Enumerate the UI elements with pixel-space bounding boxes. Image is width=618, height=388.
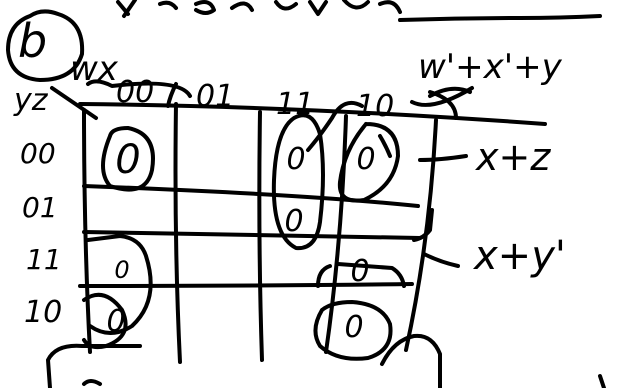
term-label-2: x+z	[476, 138, 550, 176]
title-strokes	[118, 0, 600, 20]
cell-00-00: 0	[115, 140, 140, 180]
cell-00-10: 0	[356, 145, 375, 175]
bottom-strokes	[84, 376, 604, 388]
row-label-01: 01	[22, 194, 58, 222]
term-label-1: w'+x'+y	[418, 50, 562, 84]
col-label-10: 10	[356, 92, 394, 122]
cell-01-11: 0	[284, 207, 303, 237]
col-label-11: 11	[276, 90, 314, 120]
cell-00-11: 0	[286, 145, 305, 175]
cell-10-10: 0	[344, 313, 363, 343]
term-label-3: x+y'	[474, 236, 566, 276]
map-label: b	[18, 18, 47, 64]
cell-11-00: 0	[114, 258, 129, 282]
col-label-01: 01	[196, 82, 234, 112]
row-label-10: 10	[24, 298, 62, 328]
row-label-00: 00	[20, 140, 56, 168]
col-label-00: 00	[116, 78, 154, 108]
cell-10-00: 0	[106, 307, 125, 337]
col-var-label: wx	[70, 52, 118, 86]
row-label-11: 11	[26, 246, 62, 274]
row-var-label: yz	[14, 86, 48, 116]
cell-11-10: 0	[350, 257, 369, 287]
